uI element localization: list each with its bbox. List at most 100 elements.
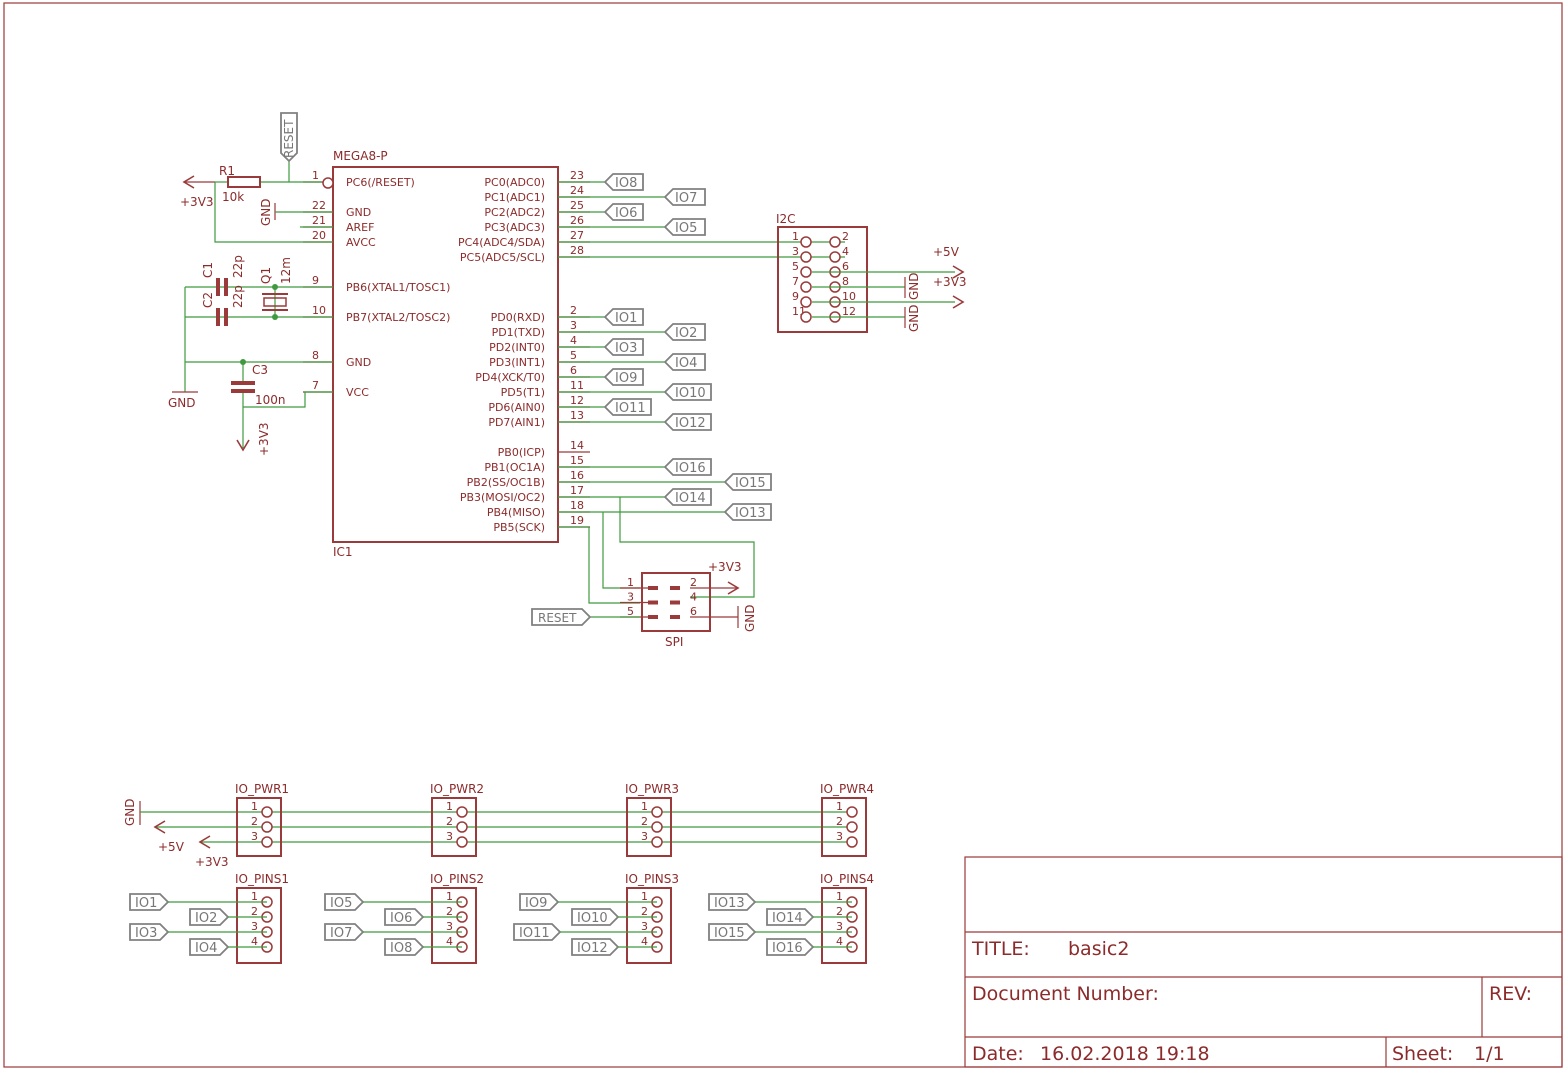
spi-pin-pad xyxy=(648,615,658,619)
document-number-label: Document Number: xyxy=(972,983,1159,1005)
io-pwr-pin-number: 1 xyxy=(836,800,843,813)
spi-pin-number: 6 xyxy=(690,605,697,618)
c2-plate-a xyxy=(216,308,220,326)
i2c-pin-hole xyxy=(800,266,812,278)
mcu-pin-number: 16 xyxy=(570,469,584,482)
io-pwr-ref: IO_PWR1 xyxy=(235,782,289,796)
net-label-io15: IO15 xyxy=(708,923,757,941)
net-label-io16: IO16 xyxy=(663,458,712,476)
mcu-pin-number: 18 xyxy=(570,499,584,512)
mcu-pin-number: 4 xyxy=(570,334,577,347)
net-label-io7: IO7 xyxy=(324,923,365,941)
net-label-text: IO13 xyxy=(714,896,745,911)
c3-plate-a xyxy=(231,381,255,385)
q1-crystal xyxy=(263,297,287,307)
i2c-pin-number: 9 xyxy=(792,290,799,303)
mcu-pin-number: 9 xyxy=(312,274,319,287)
io-pwr-pin-hole xyxy=(651,806,663,818)
io-pins-pin-number: 4 xyxy=(251,935,258,948)
io-pins-pin-number: 2 xyxy=(836,905,843,918)
io-pwr-pin-number: 2 xyxy=(446,815,453,828)
i2c-pin-number: 8 xyxy=(842,275,849,288)
net-label-io1: IO1 xyxy=(129,893,170,911)
r1-value: 10k xyxy=(222,190,244,204)
supply-arrow-5v-io xyxy=(153,820,166,834)
io-pins-pin-number: 3 xyxy=(641,920,648,933)
r1-body xyxy=(227,176,261,188)
io-pwr-pin-hole xyxy=(846,836,858,848)
mcu-ref: IC1 xyxy=(333,545,353,559)
mcu-pin-name: PB3(MOSI/OC2) xyxy=(460,491,545,504)
io-pins-ref: IO_PINS4 xyxy=(820,872,874,886)
mcu-pin-number: 27 xyxy=(570,229,584,242)
io-pins-pin-number: 3 xyxy=(251,920,258,933)
i2c-pin-hole xyxy=(800,311,812,323)
io-pwr-pin-number: 2 xyxy=(251,815,258,828)
net-label-text: IO9 xyxy=(615,371,637,386)
i2c-pin-number: 12 xyxy=(842,305,856,318)
net-label-text: IO3 xyxy=(135,926,157,941)
io-pins-pin-number: 2 xyxy=(251,905,258,918)
spi-reset-label-text: RESET xyxy=(538,611,577,625)
io-pwr-pin-hole xyxy=(651,836,663,848)
sheet-border xyxy=(3,2,1563,1068)
net-label-io9: IO9 xyxy=(603,368,644,386)
io-pwr-pin-hole xyxy=(846,821,858,833)
mcu-pin-number: 17 xyxy=(570,484,584,497)
net-label-text: IO12 xyxy=(577,941,608,956)
net-label-io6: IO6 xyxy=(603,203,644,221)
i2c-pin-hole xyxy=(800,296,812,308)
io-pwr-pin-number: 1 xyxy=(641,800,648,813)
reset-net-label-top: RESET xyxy=(280,112,298,163)
io-pwr-ref: IO_PWR3 xyxy=(625,782,679,796)
mcu-pin-name: AREF xyxy=(346,221,374,234)
spi-pin-number: 3 xyxy=(627,591,634,604)
io-power-rails: GND +5V +3V3 xyxy=(123,798,850,869)
title-block: TITLE: basic2 Document Number: REV: Date… xyxy=(964,856,1563,1068)
net-label-text: IO2 xyxy=(675,326,697,341)
net-label-io9: IO9 xyxy=(519,893,560,911)
net-label-text: IO1 xyxy=(615,311,637,326)
mcu-pin-number: 10 xyxy=(312,304,326,317)
mcu-pin-number: 3 xyxy=(570,319,577,332)
supply-arrow-3v3-io xyxy=(198,835,211,849)
supply-arrow-5v-i2c xyxy=(952,265,965,279)
spi-pin-pad xyxy=(648,600,658,605)
mcu-pin-name: PC4(ADC4/SDA) xyxy=(458,236,545,249)
mcu-pin-name: PC6(/RESET) xyxy=(346,176,415,189)
io-pins-ref: IO_PINS3 xyxy=(625,872,679,886)
net-label-text: IO4 xyxy=(195,941,217,956)
i2c-body xyxy=(777,226,868,333)
net-label-text: IO2 xyxy=(195,911,217,926)
io-pwr-pin-number: 3 xyxy=(251,830,258,843)
net-label-text: IO7 xyxy=(675,191,697,206)
mcu-pin-name: GND xyxy=(346,206,371,219)
c3-value: 100n xyxy=(255,393,286,407)
mcu-name: MEGA8-P xyxy=(333,149,388,163)
mcu-pin-number: 15 xyxy=(570,454,584,467)
c2-value: 22p xyxy=(231,285,245,308)
supply-arrow-3v3-i2c xyxy=(952,295,965,309)
mcu-pin-number: 24 xyxy=(570,184,584,197)
title-label: TITLE: xyxy=(971,938,1030,960)
net-label-io13: IO13 xyxy=(723,503,772,521)
c3-plate-b xyxy=(231,389,255,393)
io-pwr-pin-hole xyxy=(846,806,858,818)
sheet-value: 1/1 xyxy=(1474,1043,1505,1065)
i2c-pin-hole xyxy=(829,251,841,263)
net-label-io3: IO3 xyxy=(129,923,170,941)
net-label-io1: IO1 xyxy=(603,308,644,326)
net-label-io11: IO11 xyxy=(603,398,652,416)
io-pins-pin-number: 3 xyxy=(446,920,453,933)
spi-ref: SPI xyxy=(665,635,683,649)
io-pins-ref: IO_PINS2 xyxy=(430,872,484,886)
